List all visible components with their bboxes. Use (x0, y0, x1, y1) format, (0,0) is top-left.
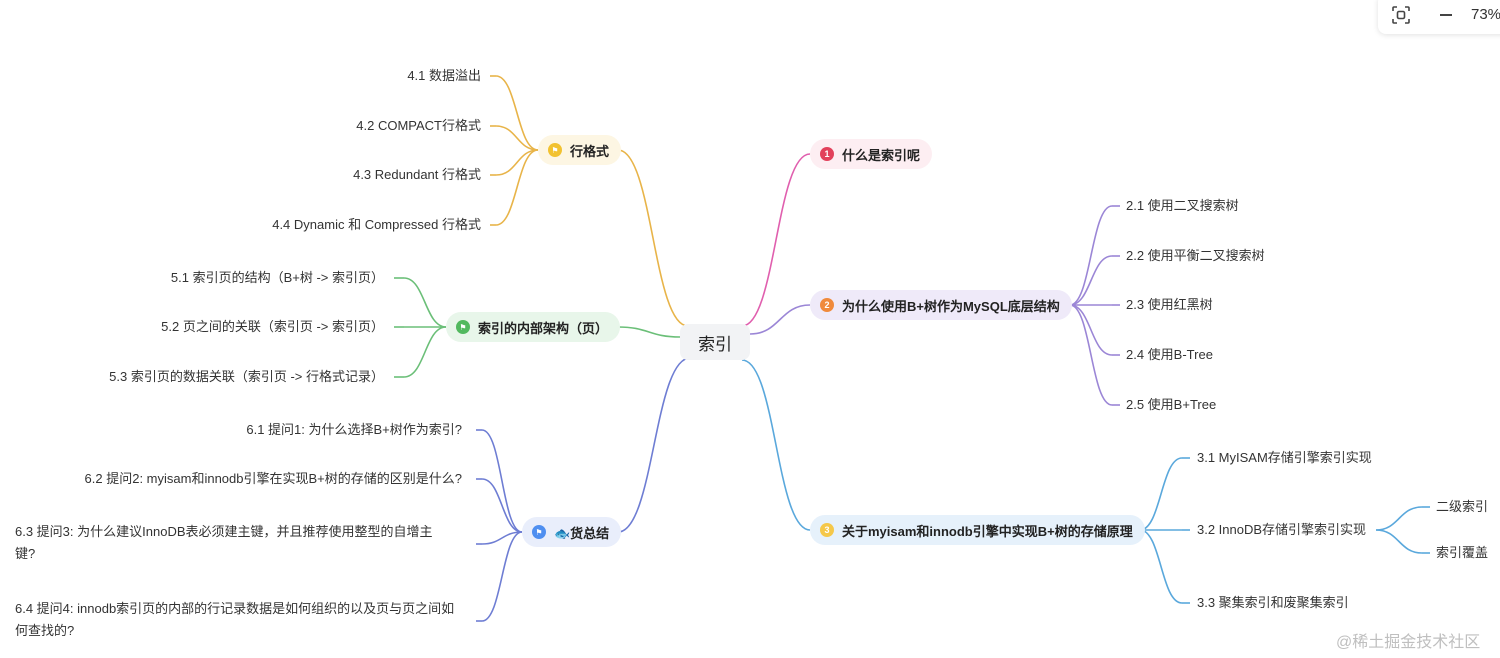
leaf-node[interactable]: 5.3 索引页的数据关联（索引页 -> 行格式记录） (109, 369, 384, 384)
connector-root-b1 (741, 153, 811, 327)
leaf-node[interactable]: 索引覆盖 (1436, 545, 1489, 560)
leaf-node[interactable]: 4.2 COMPACT行格式 (356, 118, 481, 133)
leaf-node[interactable]: 4.4 Dynamic 和 Compressed 行格式 (272, 217, 481, 232)
leaf-node[interactable]: 6.3 提问3: 为什么建议InnoDB表必须建主键，并且推荐使用整型的自增主键… (15, 524, 433, 561)
branch-label: 什么是索引呢 (842, 147, 921, 163)
connector-b6-child (481, 531, 523, 622)
branch-node-what-is-index[interactable]: 1 什么是索引呢 (810, 139, 933, 169)
connector-root-b4 (617, 149, 689, 327)
connector-b4-child (495, 75, 539, 151)
root-label: 索引 (698, 334, 732, 354)
connector-b3-sub (1375, 506, 1423, 531)
branch-node-storage-principle[interactable]: 3 关于myisam和innodb引擎中实现B+树的存储原理 (810, 515, 1145, 545)
branch-label: 为什么使用B+树作为MySQL底层结构 (842, 298, 1060, 314)
branch-label: 关于myisam和innodb引擎中实现B+树的存储原理 (842, 523, 1133, 539)
leaf-node[interactable]: 5.2 页之间的关联（索引页 -> 索引页） (161, 319, 384, 334)
leaf-node[interactable]: 5.1 索引页的结构（B+树 -> 索引页） (170, 270, 384, 285)
connector-b6-child (481, 531, 523, 545)
number-badge-2: 2 (820, 298, 834, 312)
connector-b3-child (1139, 529, 1183, 604)
leaf-node[interactable]: 4.3 Redundant 行格式 (353, 167, 481, 182)
leaf-node[interactable]: 2.5 使用B+Tree (1126, 397, 1217, 412)
flag-icon: ⚑ (548, 143, 562, 157)
leaf-node[interactable]: 3.2 InnoDB存储引擎索引实现 (1197, 522, 1367, 537)
connector-b4-child (495, 149, 539, 176)
connector-root-b2 (749, 304, 811, 335)
connector-b4-child (495, 125, 539, 151)
number-badge-1: 1 (820, 147, 834, 161)
connector-root-b5 (617, 326, 681, 338)
watermark: @稀土掘金技术社区 (1336, 634, 1481, 651)
connector-b4-child (495, 149, 539, 226)
connector-b3-sub (1375, 529, 1423, 554)
flag-icon: ⚑ (532, 525, 546, 539)
connector-root-b3 (741, 359, 811, 531)
minus-icon[interactable] (1436, 4, 1456, 26)
flag-icon: ⚑ (456, 320, 470, 334)
leaf-node[interactable]: 2.2 使用平衡二叉搜索树 (1126, 248, 1265, 263)
leaf-node[interactable]: 3.3 聚集索引和废聚集索引 (1197, 595, 1349, 610)
connector-root-b6 (617, 357, 691, 533)
leaf-node[interactable]: 3.1 MyISAM存储引擎索引实现 (1197, 450, 1372, 465)
zoom-level[interactable]: 73% (1470, 5, 1500, 23)
branch-label: 行格式 (570, 143, 610, 159)
leaf-node[interactable]: 2.1 使用二叉搜索树 (1126, 198, 1239, 213)
connector-b5-child (403, 277, 447, 328)
connector-b2-child (1069, 304, 1113, 356)
connector-b3-child (1139, 457, 1183, 531)
leaf-node[interactable]: 6.2 提问2: myisam和innodb引擎在实现B+树的存储的区别是什么? (84, 471, 462, 486)
branch-node-page-architecture[interactable]: ⚑ 索引的内部架构（页） (446, 312, 621, 342)
branch-node-row-format[interactable]: ⚑ 行格式 (538, 135, 622, 165)
leaf-node[interactable]: 6.1 提问1: 为什么选择B+树作为索引? (246, 422, 462, 437)
leaf-node[interactable]: 4.1 数据溢出 (407, 68, 481, 83)
branch-label: 索引的内部架构（页） (478, 320, 609, 336)
leaf-node[interactable]: 二级索引 (1436, 499, 1489, 514)
connector-b2-child (1069, 205, 1113, 306)
leaf-node[interactable]: 2.4 使用B-Tree (1126, 347, 1213, 362)
number-badge-3: 3 (820, 523, 834, 537)
connector-b2-child (1069, 255, 1113, 306)
connector-b2-child (1069, 304, 1113, 406)
zoom-toolbar: 73% (1378, 0, 1500, 34)
leaf-node[interactable]: 6.4 提问4: innodb索引页的内部的行记录数据是如何组织的以及页与页之间… (15, 601, 455, 638)
branch-node-summary[interactable]: ⚑ 🐟货总结 (522, 517, 622, 547)
branch-node-why-bplus-tree[interactable]: 2 为什么使用B+树作为MySQL底层结构 (810, 290, 1072, 320)
root-node[interactable]: 索引 (680, 324, 750, 360)
leaf-node[interactable]: 2.3 使用红黑树 (1126, 297, 1213, 312)
connector-b5-child (403, 326, 447, 378)
connector-b6-child (481, 478, 523, 533)
focus-frame-icon[interactable] (1390, 4, 1412, 26)
connector-b6-child (481, 429, 523, 533)
branch-label: 🐟货总结 (554, 525, 610, 541)
